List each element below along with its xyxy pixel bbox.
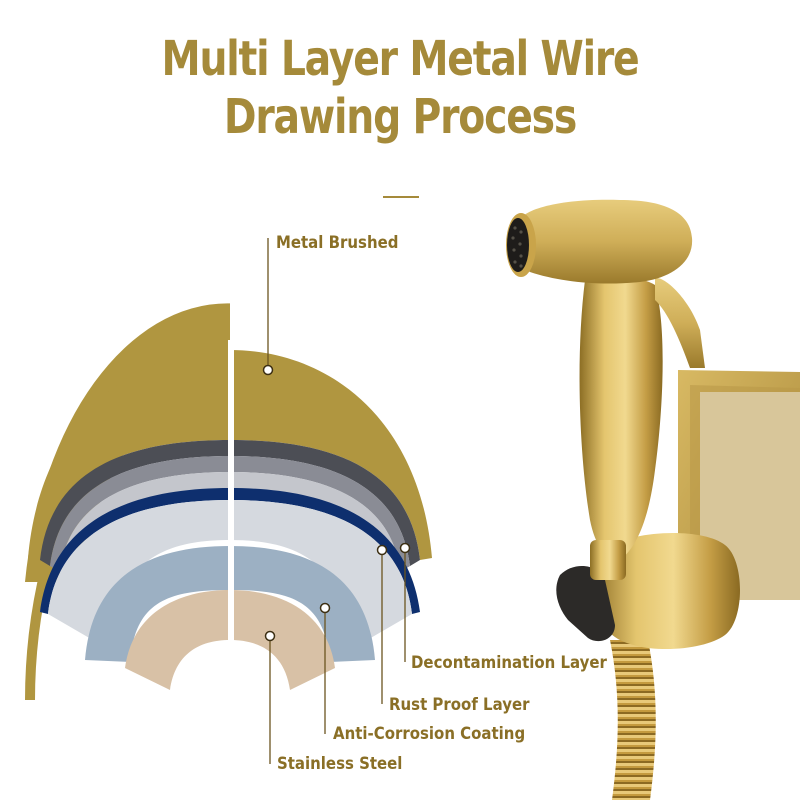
headline-line-1: Multi Layer Metal Wire — [161, 31, 640, 87]
bidet-sprayer — [506, 199, 800, 800]
trigger-lever — [655, 277, 705, 368]
sprayer-handle — [579, 276, 663, 560]
headline-line-2: Drawing Process — [223, 89, 577, 145]
leader-dots — [262, 364, 411, 642]
holder-pad — [556, 565, 615, 642]
leader-lines — [267, 238, 406, 764]
headline: Multi Layer Metal Wire Drawing Process — [72, 30, 728, 146]
sprayer-head — [517, 199, 693, 284]
title-divider — [383, 196, 419, 198]
flexible-hose — [610, 640, 656, 800]
label-rust-proof-layer: Rust Proof Layer — [389, 695, 530, 715]
wall-holder — [591, 533, 740, 650]
label-stainless-steel: Stainless Steel — [277, 754, 403, 774]
label-anti-corrosion-coating: Anti-Corrosion Coating — [333, 724, 526, 744]
label-decontamination-layer: Decontamination Layer — [411, 653, 607, 673]
nozzle-face — [507, 218, 529, 272]
label-metal-brushed: Metal Brushed — [276, 233, 399, 253]
split-line — [228, 340, 234, 700]
